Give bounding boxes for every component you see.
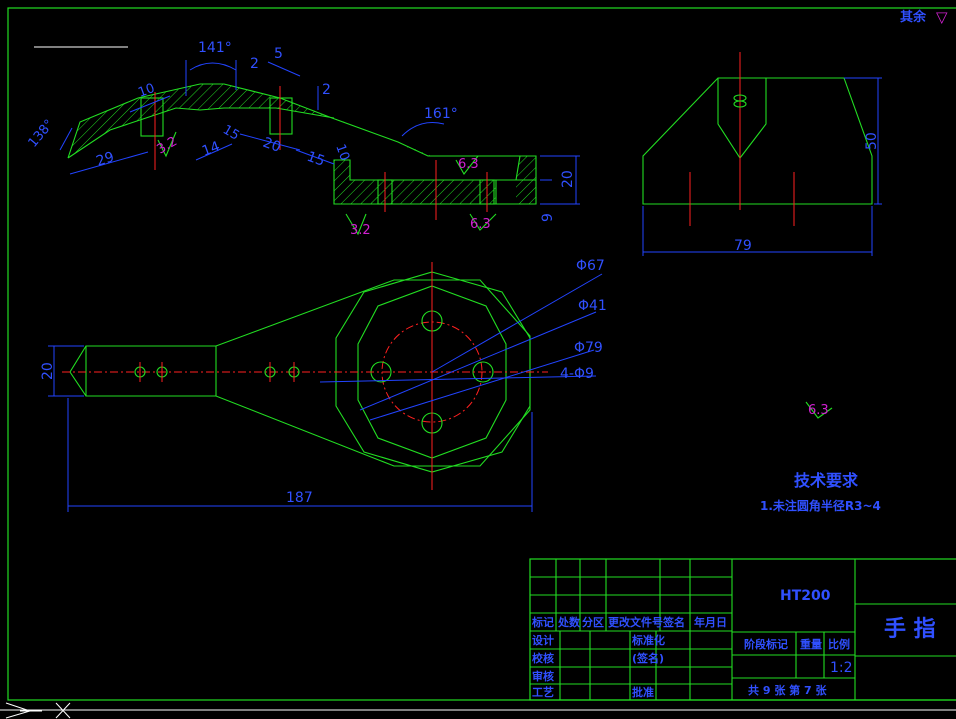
svg-text:6.3: 6.3 <box>458 157 479 172</box>
svg-text:20: 20 <box>560 170 576 188</box>
top-view <box>62 262 548 490</box>
svg-text:79: 79 <box>734 238 752 254</box>
svg-text:1:2: 1:2 <box>830 660 853 676</box>
section-hatch <box>68 84 536 204</box>
svg-text:4-Φ9: 4-Φ9 <box>560 366 594 382</box>
svg-text:187: 187 <box>286 490 313 506</box>
svg-text:2: 2 <box>250 56 259 72</box>
svg-text:分区: 分区 <box>582 615 604 629</box>
svg-text:6.3: 6.3 <box>470 217 491 232</box>
top-view-dimensions: Φ67 Φ41 Φ79 4-Φ9 20 187 <box>40 258 607 512</box>
svg-text:138°: 138° <box>26 117 58 151</box>
section-dimensions: 141° 5 2 2 10 138° 29 14 15 20 15 10 161… <box>26 40 580 238</box>
svg-text:Φ79: Φ79 <box>574 340 603 356</box>
svg-text:14: 14 <box>200 139 222 160</box>
svg-text:9: 9 <box>540 213 556 222</box>
title-block: 标记 处数 分区 更改文件号 签名 年月日 设计 标准化 (签名) 校核 审核 … <box>529 558 956 701</box>
section-view <box>67 83 537 220</box>
svg-text:15: 15 <box>220 122 242 143</box>
svg-text:处数: 处数 <box>557 615 581 629</box>
svg-text:标准化: 标准化 <box>631 633 665 647</box>
svg-text:2: 2 <box>322 82 331 98</box>
svg-text:Φ41: Φ41 <box>578 298 607 314</box>
svg-text:141°: 141° <box>198 40 232 56</box>
svg-text:手 指: 手 指 <box>884 617 936 642</box>
svg-text:50: 50 <box>864 132 880 150</box>
svg-text:3.2: 3.2 <box>155 134 180 157</box>
svg-text:5: 5 <box>274 46 283 62</box>
technical-requirements: 技术要求 1.未注圆角半径R3~4 <box>760 471 881 513</box>
svg-text:年月日: 年月日 <box>694 615 727 629</box>
svg-text:(签名): (签名) <box>632 651 664 665</box>
svg-text:技术要求: 技术要求 <box>794 471 859 490</box>
svg-text:3.2: 3.2 <box>350 223 371 238</box>
svg-text:HT200: HT200 <box>780 588 831 604</box>
svg-text:29: 29 <box>94 149 116 170</box>
svg-text:标记: 标记 <box>531 615 554 629</box>
svg-text:更改文件号: 更改文件号 <box>608 615 663 629</box>
svg-text:批准: 批准 <box>632 685 654 699</box>
svg-text:10: 10 <box>332 142 352 163</box>
svg-text:共 9 张 第 7 张: 共 9 张 第 7 张 <box>748 683 827 697</box>
svg-text:签名: 签名 <box>662 615 685 629</box>
general-roughness-note: 其余 ▽ <box>900 8 948 26</box>
section-outline <box>67 83 537 205</box>
svg-text:设计: 设计 <box>532 633 554 647</box>
svg-text:Φ67: Φ67 <box>576 258 605 274</box>
svg-text:15: 15 <box>305 149 327 170</box>
svg-text:161°: 161° <box>424 106 458 122</box>
svg-text:工艺: 工艺 <box>532 685 554 699</box>
svg-text:校核: 校核 <box>532 651 554 665</box>
roughness-symbol: 6.3 <box>805 401 833 419</box>
svg-text:阶段标记: 阶段标记 <box>744 637 788 651</box>
svg-text:10: 10 <box>136 81 157 101</box>
svg-text:▽: ▽ <box>936 8 948 26</box>
svg-text:审核: 审核 <box>532 669 554 683</box>
drawing-frame <box>0 7 956 719</box>
svg-text:20: 20 <box>40 362 56 380</box>
svg-text:20: 20 <box>261 135 283 156</box>
svg-text:1.未注圆角半径R3~4: 1.未注圆角半径R3~4 <box>760 498 881 513</box>
svg-text:比例: 比例 <box>828 637 850 651</box>
svg-text:6.3: 6.3 <box>808 403 829 418</box>
svg-text:其余: 其余 <box>900 9 927 25</box>
svg-text:重量: 重量 <box>800 637 822 651</box>
side-view: 50 79 <box>642 52 882 256</box>
